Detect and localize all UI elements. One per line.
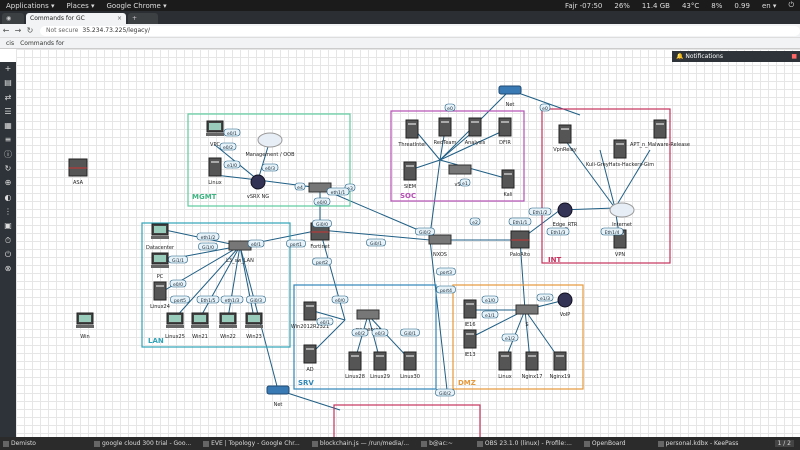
- nodes-icon[interactable]: ▤: [4, 78, 12, 88]
- bookmark-folder-cis[interactable]: cis: [6, 39, 15, 47]
- zoom-icon[interactable]: ⊕: [4, 178, 12, 188]
- networks-icon[interactable]: ⇄: [4, 92, 12, 102]
- notifications-header: 🔔 Notifications ■: [672, 51, 800, 62]
- refresh-icon[interactable]: ↻: [4, 164, 12, 174]
- bell-icon: 🔔: [676, 53, 686, 60]
- bookmarks-bar: cis Commands for: [0, 38, 800, 49]
- temperature-indicator: 43°C: [681, 1, 700, 10]
- left-toolbar: + ▤ ⇄ ☰ ▦ ≡ ⓘ ↻ ⊕ ◐ ⋮ ▣ ⏱ ⏻ ⊗: [0, 62, 16, 437]
- browser-tab-strip: ◉ Commands for GC × +: [0, 11, 800, 24]
- close-notifications-icon[interactable]: ■: [791, 53, 797, 60]
- taskbar-item[interactable]: Demisto: [0, 440, 39, 447]
- tab-pinned[interactable]: ◉: [2, 13, 24, 24]
- more-actions-icon[interactable]: ⋮: [4, 206, 12, 216]
- notifications-title: Notifications: [685, 53, 723, 60]
- lock-icon[interactable]: ▣: [4, 221, 12, 231]
- taskbar-item[interactable]: personal.kdbx - KeePass: [655, 440, 742, 447]
- cpu-indicator: 26%: [614, 1, 630, 10]
- close-lab-icon[interactable]: ⏻: [4, 249, 12, 259]
- disk-indicator: 8%: [711, 1, 723, 10]
- network-indicator: 0.99: [734, 1, 750, 10]
- startup-configs-icon[interactable]: ☰: [4, 106, 12, 116]
- power-icon[interactable]: ⏻: [788, 1, 794, 9]
- url-text: 35.234.73.225/legacy/: [82, 27, 151, 34]
- applications-menu[interactable]: Applications ▾: [6, 1, 55, 10]
- new-tab-button[interactable]: +: [128, 13, 158, 24]
- prayer-clock[interactable]: Fajr -07:50: [564, 1, 603, 10]
- status-icon[interactable]: ◐: [4, 192, 12, 202]
- workspace-switcher[interactable]: 1 / 2: [774, 440, 794, 447]
- tab-active[interactable]: Commands for GC ×: [26, 13, 126, 24]
- system-top-bar: Applications ▾ Places ▾ Google Chrome ▾ …: [0, 0, 800, 11]
- places-menu[interactable]: Places ▾: [66, 1, 95, 10]
- active-app-menu[interactable]: Google Chrome ▾: [106, 1, 167, 10]
- text-icon[interactable]: ≡: [4, 135, 12, 145]
- freeze-icon[interactable]: ⏱: [4, 235, 12, 245]
- memory-indicator: 11.4 GB: [641, 1, 670, 10]
- taskbar-item[interactable]: google cloud 300 trial - Goo...: [91, 440, 194, 447]
- taskbar-item[interactable]: OpenBoard: [581, 440, 629, 447]
- navigation-bar: ← → ↻ Not secure 35.234.73.225/legacy/: [0, 24, 800, 38]
- address-bar[interactable]: Not secure 35.234.73.225/legacy/: [40, 25, 800, 36]
- add-object-icon[interactable]: +: [4, 64, 12, 73]
- bookmark-commands[interactable]: Commands for: [20, 39, 65, 47]
- taskbar: Demisto google cloud 300 trial - Goo... …: [0, 437, 800, 450]
- back-icon[interactable]: ←: [2, 26, 10, 35]
- tab-title: Commands for GC: [30, 15, 85, 22]
- insecure-indicator[interactable]: Not secure: [46, 27, 79, 34]
- lab-details-icon[interactable]: ⓘ: [4, 149, 12, 159]
- taskbar-item[interactable]: OBS 23.1.0 (linux) - Profile:...: [474, 440, 575, 447]
- forward-icon[interactable]: →: [14, 26, 22, 35]
- language-indicator[interactable]: en ▾: [761, 1, 777, 10]
- taskbar-item-active[interactable]: EVE | Topology - Google Chr...: [200, 440, 303, 447]
- taskbar-item[interactable]: b@ac:~: [418, 440, 456, 447]
- taskbar-item[interactable]: blockchain.js — /run/media/...: [309, 440, 412, 447]
- close-tab-icon[interactable]: ×: [116, 15, 122, 22]
- reload-icon[interactable]: ↻: [26, 26, 34, 35]
- logout-icon[interactable]: ⊗: [4, 264, 12, 274]
- pictures-icon[interactable]: ▦: [4, 121, 12, 131]
- topology-canvas[interactable]: [16, 49, 800, 437]
